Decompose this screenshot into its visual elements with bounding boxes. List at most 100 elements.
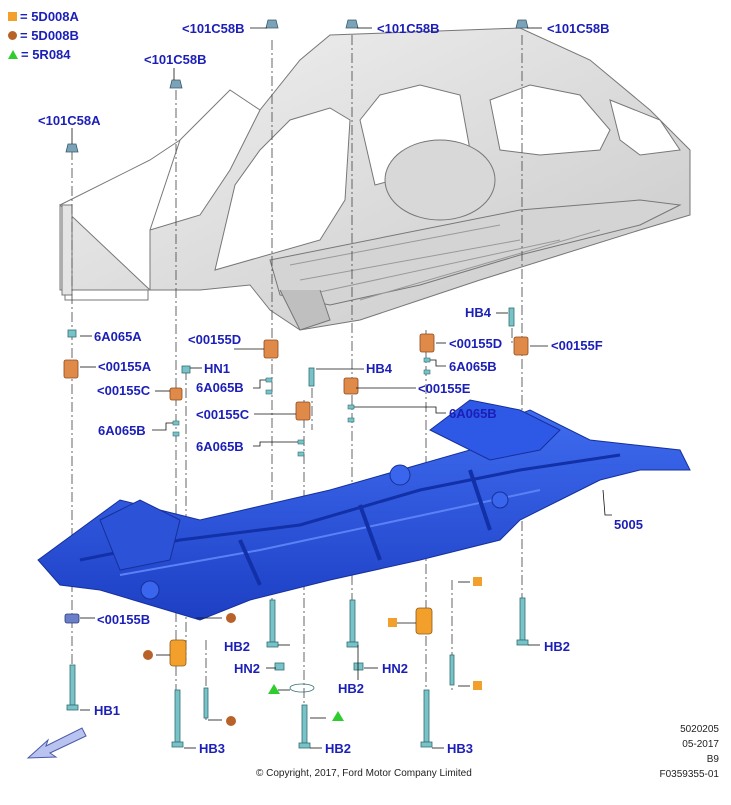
callout-00155D: <00155D — [449, 336, 503, 351]
triangle-icon — [8, 50, 18, 59]
figure-revision: B9 — [706, 754, 719, 765]
bolt-icon — [169, 79, 183, 89]
bolt-HB4-right — [508, 307, 515, 327]
mount-lower-right — [415, 607, 433, 635]
legend-item: = 5D008A — [8, 7, 79, 26]
washer-icon — [297, 451, 305, 457]
bolt-head-icon — [420, 741, 433, 748]
callout-6A065A: 6A065A — [94, 329, 142, 344]
body-bolts — [65, 19, 529, 153]
copyright-notice: © Copyright, 2017, Ford Motor Company Li… — [256, 768, 472, 779]
washer-icon — [347, 417, 355, 423]
nut-HN1 — [181, 365, 191, 374]
callout-101C58B: <101C58B — [182, 21, 245, 36]
bolt-HB3-right — [423, 689, 430, 743]
mount-00155D-left — [263, 339, 279, 359]
triangle-icon — [268, 684, 280, 694]
mount-00155D-right — [419, 333, 435, 353]
washer-icon — [423, 369, 431, 375]
front-direction-arrow-icon — [26, 727, 87, 759]
bolt-head-icon — [66, 704, 79, 711]
washer-6A065A — [67, 329, 77, 338]
bolt-head-icon — [266, 641, 279, 648]
callout-HB2: HB2 — [325, 741, 352, 756]
callout-101C58B: <101C58B — [144, 52, 207, 67]
figure-info: 5020205 05-2017 B9 F0359355-01 — [660, 722, 720, 782]
legend-label: = 5R084 — [21, 47, 71, 62]
callout-00155F: <00155F — [551, 338, 603, 353]
circle-icon — [8, 31, 17, 40]
callout-101C58B: <101C58B — [547, 21, 610, 36]
nut-HN2-right — [353, 662, 364, 671]
callout-101C58B: <101C58B — [377, 21, 440, 36]
bolt-icon — [515, 19, 529, 29]
marker-squares — [388, 577, 482, 690]
callout-00155B: <00155B — [97, 612, 151, 627]
callout-HB2: HB2 — [544, 639, 571, 654]
callout-HB3: HB3 — [199, 741, 226, 756]
callout-HN2: HN2 — [382, 661, 409, 676]
callout-00155E: <00155E — [418, 381, 471, 396]
washer-icon — [172, 420, 180, 426]
washer-icon — [265, 389, 273, 395]
callout-00155C: <00155C — [196, 407, 250, 422]
square-icon — [388, 618, 397, 627]
washer-icon — [172, 431, 180, 437]
mount-00155E — [343, 377, 359, 395]
callout-6A065B: 6A065B — [449, 359, 497, 374]
legend-item: = 5R084 — [8, 45, 79, 64]
bolt-HB1 — [69, 664, 76, 706]
callout-101C58A: <101C58A — [38, 113, 101, 128]
callout-6A065B: 6A065B — [98, 423, 146, 438]
callout-00155A: <00155A — [98, 359, 152, 374]
callout-HB3: HB3 — [447, 741, 474, 756]
bolt-HB3-left — [174, 689, 181, 743]
triangle-icon — [332, 711, 344, 721]
bolt-head-icon — [171, 741, 184, 748]
washer-icon — [347, 404, 355, 410]
mount-00155C-left — [169, 387, 183, 401]
callout-HN1: HN1 — [204, 361, 231, 376]
circle-icon — [226, 716, 236, 726]
callout-6A065B: 6A065B — [196, 439, 244, 454]
nut-HN2-left — [274, 662, 285, 671]
bolt-HB4-center — [308, 367, 315, 387]
washer-icon — [297, 439, 305, 445]
bolt-HB2-d — [301, 704, 308, 744]
callout-HB1: HB1 — [94, 703, 121, 718]
body-mounts-lower — [169, 607, 433, 667]
legend-label: = 5D008A — [20, 9, 79, 24]
figure-date: 05-2017 — [682, 739, 719, 750]
callout-HB2: HB2 — [338, 681, 365, 696]
washer-icon — [265, 377, 273, 383]
bolt-small — [203, 687, 209, 719]
chassis-frame — [37, 399, 691, 621]
callout-00155D: <00155D — [188, 332, 242, 347]
circle-icon — [226, 613, 236, 623]
bolt-icon — [65, 143, 79, 153]
leader-lines — [71, 27, 612, 749]
ring-washer — [289, 683, 315, 693]
bolt-head-icon — [516, 639, 529, 646]
bolt-HB2-c — [519, 597, 526, 641]
bolt-head-icon — [298, 742, 311, 749]
callout-HB4: HB4 — [465, 305, 492, 320]
circle-icon — [143, 650, 153, 660]
marker-circles — [143, 613, 236, 726]
mount-00155C-center — [295, 401, 311, 421]
bolt-head-icon — [346, 641, 359, 648]
callout-5005: 5005 — [614, 517, 643, 532]
callout-6A065B: 6A065B — [449, 406, 497, 421]
mount-00155F — [513, 336, 529, 356]
legend-label: = 5D008B — [20, 28, 79, 43]
callout-00155C: <00155C — [97, 383, 151, 398]
bolt-HB2-a — [269, 599, 276, 643]
vehicle-body-shell — [59, 27, 691, 331]
callout-HB2: HB2 — [224, 639, 251, 654]
callout-HB4: HB4 — [366, 361, 393, 376]
lower-bolts — [66, 307, 529, 749]
legend: = 5D008A = 5D008B = 5R084 — [8, 7, 79, 64]
callout-6A065B: 6A065B — [196, 380, 244, 395]
